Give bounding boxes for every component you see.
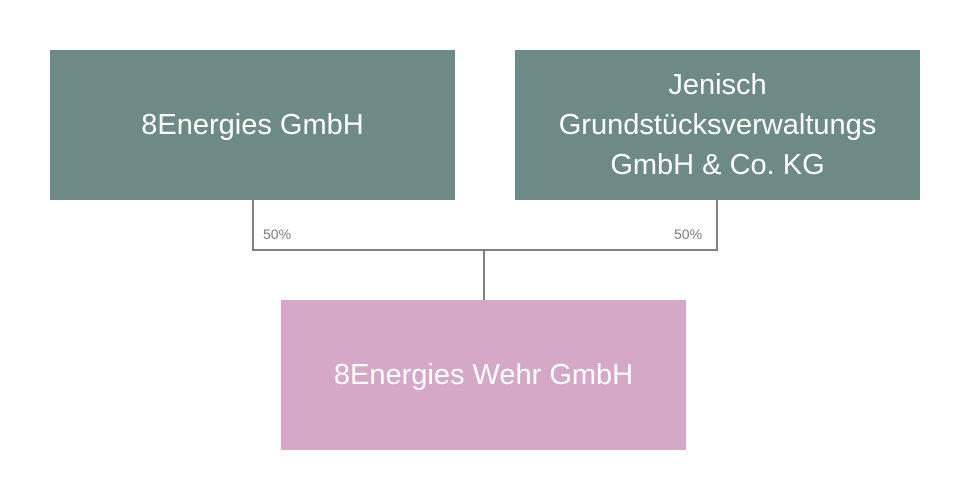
shareholder-name-8energies: 8Energies GmbH [141, 109, 364, 141]
subsidiary-box-wehr: 8Energies Wehr GmbH [281, 300, 686, 450]
connector-line-center [483, 249, 485, 300]
connector-line-left [252, 200, 254, 251]
share-label-8energies: 50% [263, 226, 292, 242]
shareholder-box-8energies: 8Energies GmbH [50, 50, 455, 200]
share-label-jenisch: 50% [674, 226, 703, 242]
connector-line-horizontal [252, 249, 718, 251]
shareholder-name-jenisch: Jenisch Grundstücksverwaltungs GmbH & Co… [558, 69, 877, 181]
shareholder-box-jenisch: Jenisch Grundstücksverwaltungs GmbH & Co… [515, 50, 920, 200]
connector-line-right [716, 200, 718, 251]
subsidiary-name: 8Energies Wehr GmbH [333, 359, 634, 391]
